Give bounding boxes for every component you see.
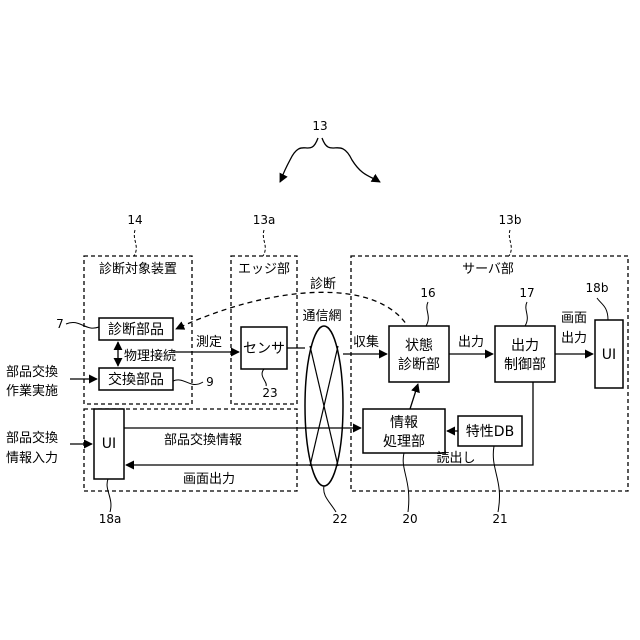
block-info-proc-line1: 情報 — [390, 415, 418, 431]
ref-sensor-leader — [262, 369, 266, 386]
group-server-label: サーバ部 — [462, 262, 514, 277]
block-ui-target-label: UI — [102, 436, 116, 452]
ref-info-proc: 20 — [402, 512, 417, 526]
block-output-ctrl-line1: 出力 — [511, 338, 539, 354]
info-to-diag-arrow — [410, 384, 418, 409]
ref-server: 13b — [499, 213, 522, 227]
block-diag-part-label: 診断部品 — [108, 322, 164, 338]
ref-exch-part: 9 — [206, 375, 214, 389]
ref-ui-server: 18b — [586, 281, 609, 295]
ref-network: 22 — [332, 512, 347, 526]
ref-output-ctrl: 17 — [519, 286, 534, 300]
network-label: 通信網 — [302, 309, 341, 324]
diagnosis-label: 診断 — [310, 276, 336, 292]
block-state-diag-line2: 診断部 — [398, 357, 440, 373]
ref-exch-part-leader — [173, 380, 203, 385]
block-ui-server-label: UI — [602, 347, 616, 363]
block-output-ctrl-line2: 制御部 — [504, 357, 546, 373]
ref-system: 13 — [312, 119, 327, 133]
ref-diag-part: 7 — [56, 317, 64, 331]
ref-target-leader — [134, 230, 136, 256]
block-output-ctrl — [495, 326, 555, 382]
collect-label: 収集 — [353, 334, 379, 350]
part-exchange-work-line2: 作業実施 — [6, 383, 58, 399]
screen-output-server-line2: 出力 — [561, 331, 587, 346]
part-exchange-work-line1: 部品交換 — [6, 364, 58, 380]
ref-state-diag-leader — [426, 302, 428, 326]
screen-output-server-line1: 画面 — [561, 311, 587, 326]
ref-edge-leader — [263, 230, 265, 256]
block-state-diag — [389, 326, 449, 382]
output-label: 出力 — [458, 335, 484, 350]
ref-sensor: 23 — [262, 386, 277, 400]
ref-ui-target: 18a — [99, 512, 122, 526]
ref-state-diag: 16 — [420, 286, 435, 300]
ref-ui-target-leader — [107, 479, 111, 512]
block-state-diag-line1: 状態 — [405, 338, 433, 354]
part-exchange-info-label: 部品交換情報 — [164, 432, 242, 448]
ref-system-arrow-right — [322, 138, 380, 182]
ref-system-arrow-left — [280, 138, 318, 182]
ref-network-leader — [324, 486, 336, 512]
block-info-proc-line2: 処理部 — [383, 434, 425, 450]
screen-output-label: 画面出力 — [183, 472, 235, 487]
block-sensor-label: センサ — [243, 341, 285, 357]
ref-edge: 13a — [253, 213, 276, 227]
block-exch-part-label: 交換部品 — [108, 371, 164, 388]
block-char-db-label: 特性DB — [466, 424, 514, 440]
ref-ui-server-leader — [597, 298, 608, 320]
ref-output-ctrl-leader — [525, 302, 527, 326]
ref-server-leader — [509, 230, 511, 256]
group-target-label: 診断対象装置 — [99, 261, 177, 277]
diagnosis-dashed-arrow — [176, 292, 410, 330]
ref-char-db: 21 — [492, 512, 507, 526]
ref-info-proc-leader — [403, 453, 409, 512]
measure-label: 測定 — [196, 335, 222, 350]
ref-diag-part-leader — [66, 322, 99, 328]
physical-connection-label: 物理接続 — [124, 348, 176, 364]
ref-char-db-leader — [493, 446, 499, 512]
part-exchange-input-line1: 部品交換 — [6, 430, 58, 446]
read-out-label: 読出し — [436, 450, 475, 466]
ref-target: 14 — [127, 213, 142, 227]
group-edge-label: エッジ部 — [238, 262, 290, 277]
part-exchange-input-line2: 情報入力 — [6, 451, 58, 466]
